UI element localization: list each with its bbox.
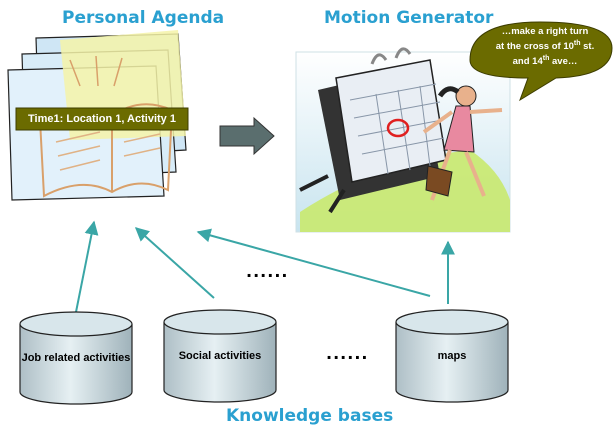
speech-bubble-shape — [469, 21, 613, 102]
agenda-to-motion-arrow — [219, 116, 275, 156]
maps-to-agenda-arrow — [196, 228, 431, 297]
agenda-entry-text: Time1: Location 1, Activity 1 — [28, 113, 176, 125]
speech-line-1: …make a right turn — [501, 26, 589, 37]
speech-line-2-sup: th — [573, 40, 581, 47]
ellipsis-bottom: ...... — [326, 344, 369, 363]
job-db-label: Job related activities — [21, 352, 131, 364]
social-to-agenda-arrow — [134, 227, 215, 299]
speech-bubble-text: …make a right turn at the cross of 10th … — [478, 26, 612, 68]
motion-generator-title: Motion Generator — [324, 8, 494, 28]
job-db-cylinder — [19, 311, 133, 405]
speech-line-2-prefix: at the cross of 10 — [495, 41, 574, 53]
speech-line-2: at the cross of 10th st. — [478, 38, 612, 53]
speech-line-3-prefix: and 14 — [512, 56, 543, 68]
speech-line-3-suffix: ave… — [549, 56, 578, 68]
job-to-agenda-arrow — [75, 220, 99, 313]
personal-agenda-title: Personal Agenda — [62, 8, 225, 28]
ellipsis-middle: ...... — [246, 262, 289, 281]
speech-line-3: and 14th ave… — [478, 53, 612, 68]
social-db-label: Social activities — [178, 350, 262, 362]
speech-line-3-sup: th — [542, 55, 550, 63]
social-db-cylinder — [163, 309, 277, 403]
motion-generator-picture — [295, 47, 511, 233]
maps-db-cylinder — [395, 309, 509, 403]
knowledge-bases-title: Knowledge bases — [226, 406, 394, 426]
agenda-entry-bar — [15, 107, 189, 131]
speech-line-2-suffix: st. — [580, 41, 595, 53]
maps-db-label: maps — [437, 350, 467, 362]
